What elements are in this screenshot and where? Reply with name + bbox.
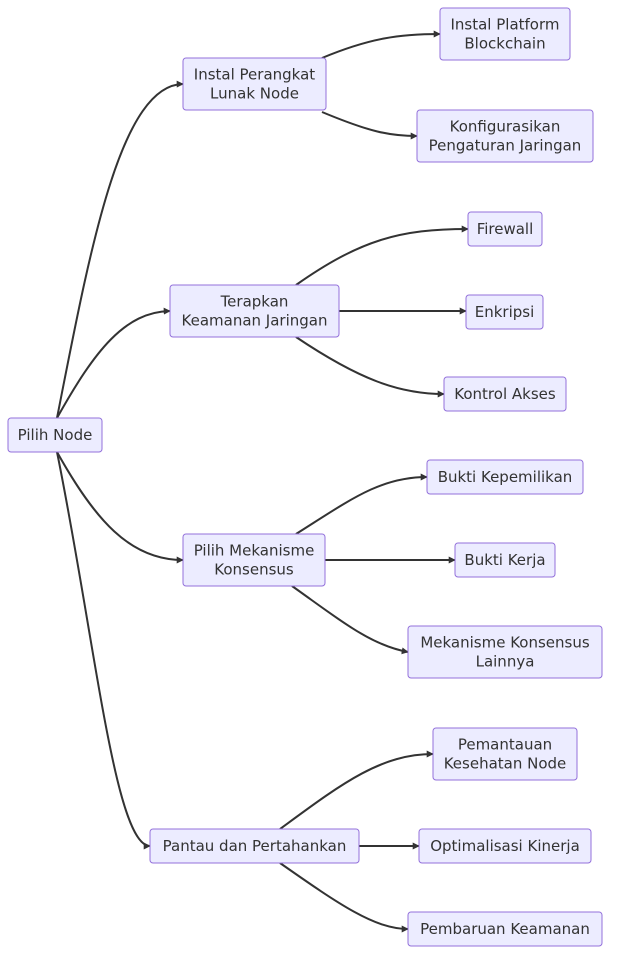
node-box: [454, 542, 556, 578]
node-label: Pilih Node: [18, 426, 93, 444]
node-access: Kontrol Akses: [443, 376, 567, 412]
node-label: Konsensus: [214, 561, 294, 579]
node-update: Pembaruan Keamanan: [407, 911, 603, 947]
node-box: [182, 533, 326, 587]
node-box: [418, 828, 592, 864]
node-label: Konfigurasikan: [450, 118, 561, 136]
node-label: Enkripsi: [475, 303, 535, 321]
node-box: [182, 57, 327, 111]
node-label: Instal Perangkat: [194, 66, 315, 84]
node-box: [149, 828, 360, 864]
node-root: Pilih Node: [7, 417, 103, 453]
node-pow: Bukti Kerja: [454, 542, 556, 578]
edge-security-firewall: [295, 225, 469, 286]
edge-root-monitor: [56, 451, 151, 850]
node-label: Blockchain: [464, 35, 545, 53]
node-label: Pembaruan Keamanan: [420, 920, 590, 938]
node-label: Bukti Kepemilikan: [438, 468, 573, 486]
edge-monitor-health: [279, 750, 434, 830]
edge-root-consensus: [56, 451, 184, 564]
node-box: [416, 109, 594, 163]
node-label: Instal Platform: [450, 16, 559, 34]
node-box: [439, 7, 571, 61]
edge-install-platform: [321, 30, 441, 59]
node-label: Mekanisme Konsensus: [420, 634, 590, 652]
node-label: Pantau dan Pertahankan: [163, 837, 347, 855]
node-label: Firewall: [477, 220, 534, 238]
edge-root-security: [56, 307, 171, 419]
node-label: Pengaturan Jaringan: [429, 137, 582, 155]
node-box: [7, 417, 103, 453]
node-label: Kesehatan Node: [444, 755, 567, 773]
node-label: Pemantauan: [458, 736, 552, 754]
node-box: [407, 911, 603, 947]
node-box: [407, 625, 603, 679]
node-label: Kontrol Akses: [454, 385, 556, 403]
node-label: Lainnya: [476, 653, 535, 671]
node-perf: Optimalisasi Kinerja: [418, 828, 592, 864]
node-pos: Bukti Kepemilikan: [426, 459, 584, 495]
node-monitor: Pantau dan Pertahankan: [149, 828, 360, 864]
node-label: Bukti Kerja: [464, 551, 545, 569]
node-firewall: Firewall: [467, 211, 543, 247]
node-label: Keamanan Jaringan: [182, 312, 328, 330]
node-box: [432, 727, 578, 781]
edge-consensus-other: [291, 585, 409, 655]
edges-layer: [56, 30, 469, 933]
edge-consensus-pos: [295, 473, 428, 535]
node-label: Lunak Node: [210, 85, 299, 103]
node-box: [465, 294, 544, 330]
edge-install-network: [321, 111, 418, 140]
node-encrypt: Enkripsi: [465, 294, 544, 330]
node-label: Terapkan: [220, 293, 289, 311]
node-box: [169, 284, 340, 338]
edge-monitor-update: [279, 862, 409, 933]
node-label: Pilih Mekanisme: [194, 542, 315, 560]
node-box: [426, 459, 584, 495]
edge-root-install: [56, 80, 184, 419]
node-label: Optimalisasi Kinerja: [430, 837, 580, 855]
node-box: [443, 376, 567, 412]
edge-security-access: [295, 336, 445, 398]
node-box: [467, 211, 543, 247]
